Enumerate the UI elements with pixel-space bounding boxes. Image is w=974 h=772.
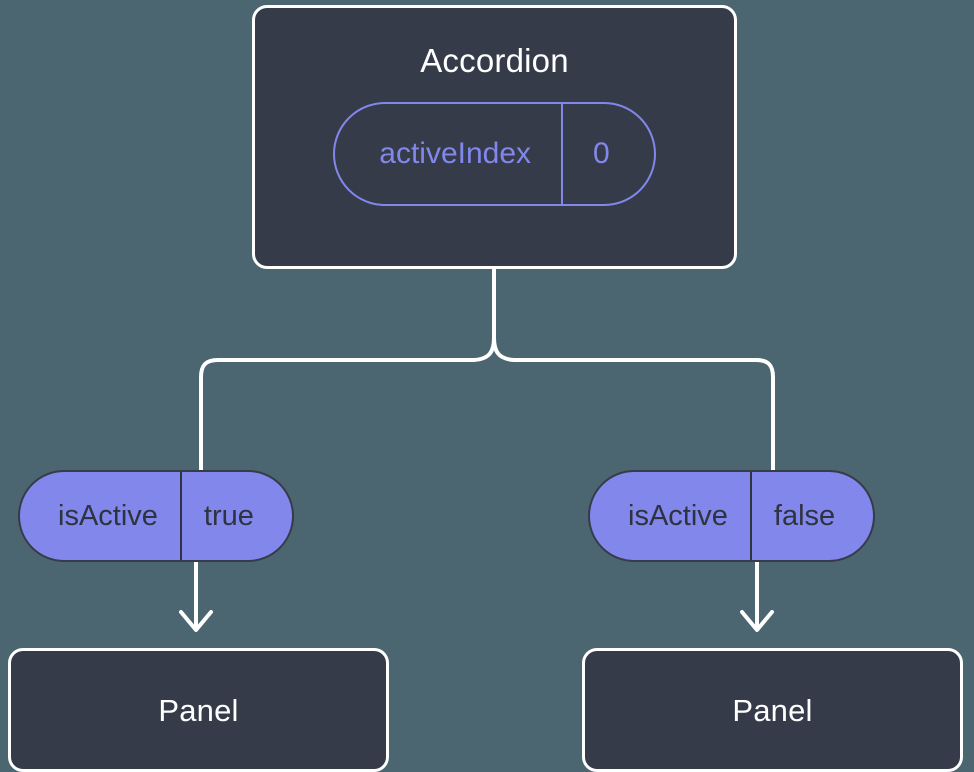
prop-key: isActive xyxy=(58,499,158,532)
prop-pill-is-active-false[interactable]: isActive false xyxy=(588,470,876,562)
fork-connector xyxy=(199,336,496,472)
prop-key: isActive xyxy=(628,499,728,532)
state-pill-active-index[interactable]: activeIndex 0 xyxy=(333,102,656,206)
component-node-panel-left[interactable]: Panel xyxy=(8,648,389,772)
arrow-head-left xyxy=(179,610,213,632)
component-name-accordion: Accordion xyxy=(420,42,569,79)
state-key: activeIndex xyxy=(379,137,532,170)
arrow-head-right xyxy=(740,610,774,632)
component-name-panel: Panel xyxy=(158,692,239,728)
state-value: 0 xyxy=(561,104,654,204)
component-node-accordion[interactable]: Accordion activeIndex 0 xyxy=(252,5,737,269)
fork-connector-right xyxy=(492,336,775,472)
component-name-panel: Panel xyxy=(732,692,813,728)
prop-value: false xyxy=(749,472,873,560)
prop-value: true xyxy=(179,472,292,560)
component-node-panel-right[interactable]: Panel xyxy=(582,648,963,772)
prop-pill-is-active-true[interactable]: isActive true xyxy=(18,470,294,562)
